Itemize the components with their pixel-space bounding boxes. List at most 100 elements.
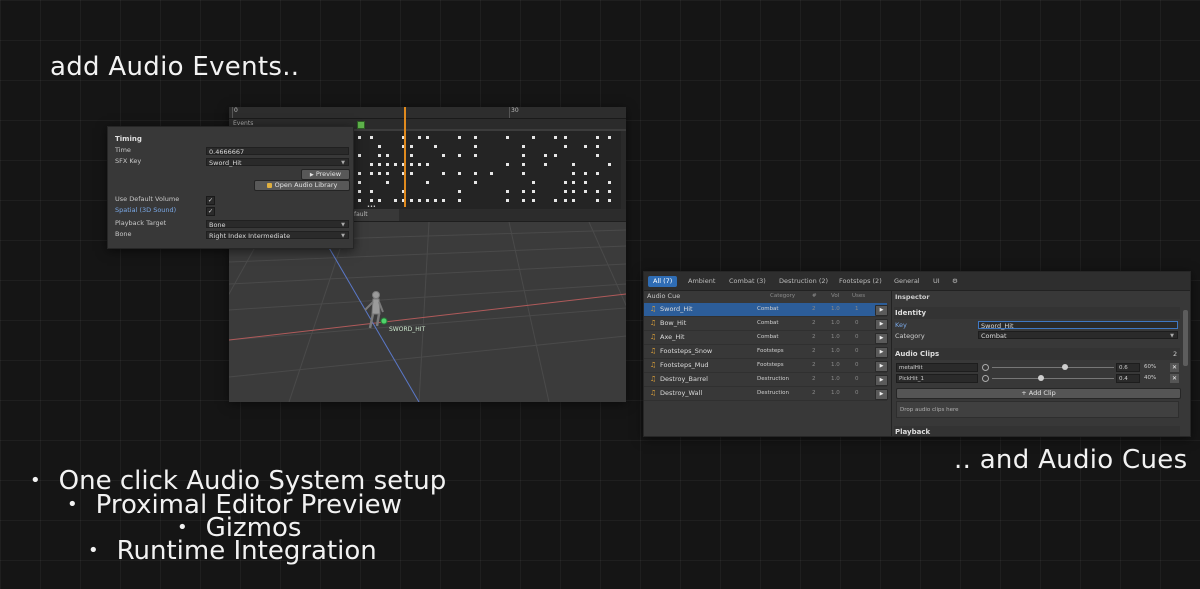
scene-viewport[interactable]: SWORD_HIT: [229, 222, 626, 402]
keyframe-marker[interactable]: [596, 199, 599, 202]
keyframe-marker[interactable]: [458, 190, 461, 193]
keyframe-marker[interactable]: [474, 154, 477, 157]
playback-section[interactable]: [894, 426, 1180, 436]
keyframe-marker[interactable]: [378, 172, 381, 175]
keyframe-marker[interactable]: [358, 136, 361, 139]
remove-clip-icon[interactable]: ✕: [1170, 374, 1179, 383]
keyframe-marker[interactable]: [458, 172, 461, 175]
keyframe-marker[interactable]: [418, 136, 421, 139]
identity-section[interactable]: [894, 307, 1180, 319]
keyframe-marker[interactable]: [458, 136, 461, 139]
keyframe-marker[interactable]: [572, 190, 575, 193]
play-cue-button[interactable]: ▶: [875, 305, 888, 316]
keyframe-marker[interactable]: [402, 145, 405, 148]
keyframe-marker[interactable]: [370, 199, 373, 202]
keyframe-marker[interactable]: [434, 145, 437, 148]
keyframe-marker[interactable]: [564, 181, 567, 184]
add-clip-button[interactable]: + Add Clip: [896, 388, 1181, 399]
scene-tab[interactable]: fault: [350, 209, 399, 221]
keyframe-marker[interactable]: [426, 163, 429, 166]
category-dropdown[interactable]: Combat▼: [978, 331, 1178, 340]
keyframe-marker[interactable]: [474, 145, 477, 148]
tracks-scrollbar[interactable]: [621, 131, 626, 209]
tab-general[interactable]: General: [894, 277, 920, 285]
keyframe-marker[interactable]: [532, 199, 535, 202]
spatial-3d-checkbox[interactable]: ✓: [206, 207, 215, 216]
tab-combat[interactable]: Combat (3): [729, 277, 766, 285]
tab-footsteps[interactable]: Footsteps (2): [839, 277, 882, 285]
keyframe-marker[interactable]: [410, 145, 413, 148]
keyframe-marker[interactable]: [434, 199, 437, 202]
keyframe-marker[interactable]: [410, 199, 413, 202]
timeline-playhead[interactable]: [404, 107, 406, 207]
playback-target-dropdown[interactable]: Bone▼: [206, 220, 349, 229]
audio-clips-section[interactable]: [894, 348, 1180, 360]
key-field[interactable]: Sword_Hit: [978, 321, 1178, 330]
keyframe-marker[interactable]: [358, 181, 361, 184]
keyframe-marker[interactable]: [410, 172, 413, 175]
keyframe-marker[interactable]: [584, 172, 587, 175]
keyframe-marker[interactable]: [608, 181, 611, 184]
remove-clip-icon[interactable]: ✕: [1170, 363, 1179, 372]
keyframe-marker[interactable]: [544, 163, 547, 166]
open-audio-library-button[interactable]: Open Audio Library: [254, 180, 350, 191]
keyframe-marker[interactable]: [418, 163, 421, 166]
keyframe-marker[interactable]: [544, 154, 547, 157]
keyframe-marker[interactable]: [386, 154, 389, 157]
keyframe-marker[interactable]: [370, 172, 373, 175]
keyframe-marker[interactable]: [490, 172, 493, 175]
play-cue-button[interactable]: ▶: [875, 319, 888, 330]
keyframe-marker[interactable]: [554, 136, 557, 139]
keyframe-marker[interactable]: [608, 199, 611, 202]
keyframe-marker[interactable]: [506, 199, 509, 202]
keyframe-marker[interactable]: [418, 199, 421, 202]
preview-button[interactable]: ▶ Preview: [301, 169, 350, 180]
clip-weight-slider[interactable]: [992, 378, 1114, 379]
keyframe-marker[interactable]: [458, 154, 461, 157]
keyframe-marker[interactable]: [370, 163, 373, 166]
keyframe-marker[interactable]: [572, 199, 575, 202]
keyframe-marker[interactable]: [378, 154, 381, 157]
settings-icon[interactable]: ⚙: [952, 277, 958, 285]
play-cue-button[interactable]: ▶: [875, 389, 888, 400]
keyframe-marker[interactable]: [442, 199, 445, 202]
keyframe-marker[interactable]: [458, 199, 461, 202]
keyframe-marker[interactable]: [608, 190, 611, 193]
audio-event-marker[interactable]: [357, 121, 365, 129]
time-field[interactable]: 0.4666667: [206, 147, 349, 156]
more-icon[interactable]: •••: [367, 204, 376, 210]
keyframe-marker[interactable]: [506, 190, 509, 193]
tab-destruction[interactable]: Destruction (2): [779, 277, 829, 285]
events-track[interactable]: Events: [229, 119, 626, 129]
object-picker-icon[interactable]: [982, 375, 989, 382]
use-default-volume-checkbox[interactable]: ✓: [206, 196, 215, 205]
inspector-scrollbar[interactable]: [1183, 310, 1188, 366]
keyframe-marker[interactable]: [584, 190, 587, 193]
keyframe-marker[interactable]: [358, 199, 361, 202]
keyframe-marker[interactable]: [426, 136, 429, 139]
keyframe-marker[interactable]: [358, 190, 361, 193]
keyframe-marker[interactable]: [426, 181, 429, 184]
keyframe-marker[interactable]: [386, 181, 389, 184]
keyframe-marker[interactable]: [522, 163, 525, 166]
play-cue-button[interactable]: ▶: [875, 375, 888, 386]
play-cue-button[interactable]: ▶: [875, 361, 888, 372]
keyframe-marker[interactable]: [596, 145, 599, 148]
keyframe-marker[interactable]: [426, 199, 429, 202]
keyframe-marker[interactable]: [564, 199, 567, 202]
keyframe-marker[interactable]: [572, 181, 575, 184]
object-picker-icon[interactable]: [982, 364, 989, 371]
keyframe-marker[interactable]: [596, 154, 599, 157]
keyframe-marker[interactable]: [522, 154, 525, 157]
keyframe-marker[interactable]: [522, 199, 525, 202]
keyframe-marker[interactable]: [378, 145, 381, 148]
keyframe-marker[interactable]: [554, 154, 557, 157]
clip-weight-slider[interactable]: [992, 367, 1114, 368]
play-cue-button[interactable]: ▶: [875, 333, 888, 344]
keyframe-marker[interactable]: [506, 136, 509, 139]
keyframe-marker[interactable]: [532, 136, 535, 139]
keyframe-marker[interactable]: [608, 136, 611, 139]
keyframe-marker[interactable]: [402, 190, 405, 193]
